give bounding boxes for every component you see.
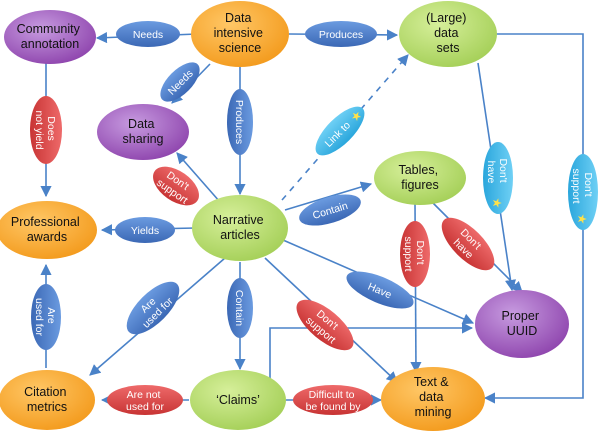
- node-text-data-mining[interactable]: Text & data mining: [381, 367, 485, 431]
- edge-label-dont-support: Don't support ★: [568, 154, 598, 230]
- edge-label-dont-support: Don't support: [296, 299, 354, 351]
- svg-text:Yields: Yields: [131, 225, 159, 237]
- edge-label-are-used-for: Are used for: [126, 281, 180, 335]
- node-data-intensive-science[interactable]: Data intensive science: [191, 1, 289, 67]
- svg-text:Does not yield: Does not yield: [33, 110, 57, 149]
- star-icon: ★: [490, 198, 504, 209]
- edge-label-dont-have: Don't have: [441, 217, 495, 271]
- svg-text:Proper UUID: Proper UUID: [501, 309, 542, 338]
- node-large-data-sets[interactable]: (Large) data sets: [399, 1, 497, 67]
- edge-label-are-used-for: Are used for: [31, 284, 61, 350]
- node-professional-awards[interactable]: Professional awards: [0, 201, 97, 259]
- edge-label-produces: Produces: [305, 21, 377, 47]
- edge-label-does-not-yield: Does not yield: [30, 96, 62, 164]
- svg-text:Difficult to be found: Difficult to be found by: [306, 389, 362, 413]
- svg-text:Data sharing: Data sharing: [123, 117, 164, 146]
- edge-label-produces: Produces: [227, 89, 253, 155]
- star-icon: ★: [575, 214, 589, 225]
- svg-text:Narrative articles: Narrative articles: [213, 213, 267, 242]
- edge-label-are-not-used-for: Are not used for: [107, 385, 183, 415]
- edge-label-dont-support: Don't support: [153, 166, 199, 207]
- edge-line: [269, 322, 474, 397]
- svg-text:Don't have: Don't have: [485, 158, 509, 185]
- node-tables-figures[interactable]: Tables, figures: [374, 151, 466, 205]
- edge-label-yields: Yields: [115, 217, 175, 243]
- svg-text:Produces: Produces: [233, 100, 245, 144]
- edge-label-needs: Needs: [116, 21, 180, 47]
- edge-label-contain: Contain: [227, 278, 253, 338]
- edge-label-link-to: Link to ★: [315, 106, 365, 156]
- svg-text:Professional awards: Professional awards: [11, 215, 83, 244]
- edge-line: [176, 152, 221, 203]
- node-proper-uuid[interactable]: Proper UUID: [475, 290, 569, 358]
- svg-text:Text & data mi: Text & data mining: [414, 375, 452, 419]
- svg-text:Community annotation: Community annotation: [17, 22, 84, 51]
- svg-text:Don't have: Don't have: [449, 227, 485, 263]
- node-narrative-articles[interactable]: Narrative articles: [192, 195, 288, 261]
- svg-text:Tables, figures: Tables, figures: [398, 163, 441, 192]
- svg-text:Produces: Produces: [319, 29, 363, 41]
- edge-label-needs: Needs: [160, 62, 200, 102]
- svg-text:Citation metrics: Citation metrics: [24, 385, 70, 414]
- edge-label-have: Have: [346, 271, 414, 309]
- edge-label-dont-have: Don't have ★: [483, 142, 513, 214]
- node-claims[interactable]: ‘Claims’: [190, 370, 286, 430]
- svg-text:Contain: Contain: [233, 290, 245, 326]
- node-community-annotation[interactable]: Community annotation: [4, 10, 96, 64]
- svg-text:Don't support: Don't support: [570, 168, 594, 203]
- svg-text:Don't support: Don't support: [402, 236, 426, 271]
- edge-label-dont-support: Don't support: [400, 221, 430, 287]
- svg-text:‘Claims’: ‘Claims’: [216, 393, 260, 407]
- svg-text:(Large) data s: (Large) data sets: [426, 11, 470, 55]
- edge-label-contain: Contain: [299, 194, 361, 226]
- edge-line: [284, 181, 373, 211]
- node-data-sharing[interactable]: Data sharing: [97, 104, 189, 160]
- svg-text:Are not used for: Are not used for: [126, 389, 164, 413]
- node-citation-metrics[interactable]: Citation metrics: [0, 370, 95, 430]
- edge-label-difficult-to-be-found-by: Difficult to be found by: [293, 385, 373, 415]
- svg-text:Data intensive: Data intensive science: [214, 11, 267, 55]
- svg-text:Needs: Needs: [133, 29, 163, 41]
- svg-text:Are used for: Are used for: [33, 298, 57, 336]
